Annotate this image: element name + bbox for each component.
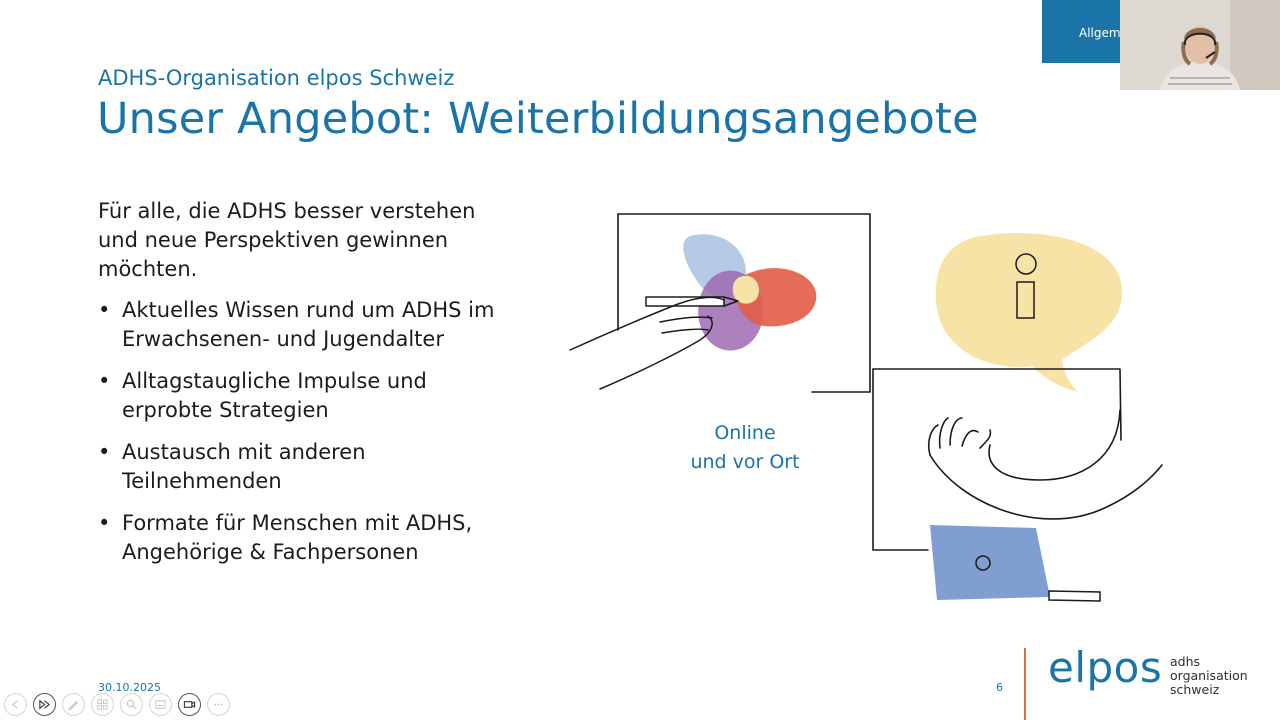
bullet-text: Alltagstaugliche Impulse und erprobte St… — [122, 369, 427, 422]
yellow-blob-shape — [732, 275, 760, 304]
bullet-text: Formate für Menschen mit ADHS, Angehörig… — [122, 511, 473, 564]
speech-bubble-shape — [935, 232, 1123, 392]
caption-line: und vor Ort — [690, 451, 800, 473]
meeting-tab[interactable]: Allgem — [1042, 0, 1122, 63]
person-arm-shape — [929, 454, 1163, 520]
slide-subtitle: ADHS-Organisation elpos Schweiz — [98, 66, 455, 90]
online-onsite-illustration — [569, 213, 1163, 602]
pen-icon[interactable] — [62, 692, 85, 716]
tab-label: Allgem — [1079, 26, 1121, 40]
slide-number: 6 — [996, 681, 1003, 694]
bullet-item: •Austausch mit anderen Teilnehmenden — [98, 440, 366, 493]
drawing-hand-shape — [569, 296, 739, 390]
tagline-line: adhs — [1170, 654, 1201, 669]
bullet-list: •Aktuelles Wissen rund um ADHS im Erwach… — [98, 296, 518, 580]
laptop-base-shape — [1048, 590, 1101, 602]
tagline-line: schweiz — [1170, 682, 1220, 697]
waving-hand-shape — [927, 417, 992, 456]
bullet-item: •Aktuelles Wissen rund um ADHS im Erwach… — [98, 298, 495, 351]
illustration-caption: Online und vor Ort — [660, 419, 830, 477]
next-slide-icon[interactable] — [33, 692, 56, 716]
logo-separator — [1024, 648, 1026, 720]
more-options-icon[interactable] — [207, 692, 230, 716]
bullet-text: Austausch mit anderen Teilnehmenden — [122, 440, 366, 493]
slides-overview-icon[interactable] — [91, 692, 114, 716]
presenter-image — [1120, 0, 1280, 90]
laptop-camera-icon — [975, 555, 991, 571]
bullet-text: Aktuelles Wissen rund um ADHS im Erwachs… — [122, 298, 495, 351]
slide-title: Unser Angebot: Weiterbildungsangebote — [97, 94, 979, 144]
intro-text: Für alle, die ADHS besser verstehen und … — [98, 199, 476, 281]
elpos-logo: elpos — [1048, 643, 1163, 692]
slide-date: 30.10.2025 — [98, 681, 161, 694]
bullet-item: •Formate für Menschen mit ADHS, Angehöri… — [98, 511, 473, 564]
subtitles-icon[interactable] — [149, 692, 172, 716]
logo-tagline: adhs organisation schweiz — [1170, 655, 1248, 697]
previous-slide-icon[interactable] — [4, 692, 27, 716]
info-icon — [1015, 253, 1037, 319]
bullet-item: •Alltagstaugliche Impulse und erprobte S… — [98, 369, 427, 422]
camera-icon[interactable] — [178, 692, 201, 716]
zoom-icon[interactable] — [120, 692, 143, 716]
presenter-video-thumbnail[interactable] — [1120, 0, 1280, 90]
presenter-toolbar — [4, 692, 230, 716]
tagline-line: organisation — [1170, 668, 1248, 683]
caption-line: Online — [714, 422, 776, 444]
